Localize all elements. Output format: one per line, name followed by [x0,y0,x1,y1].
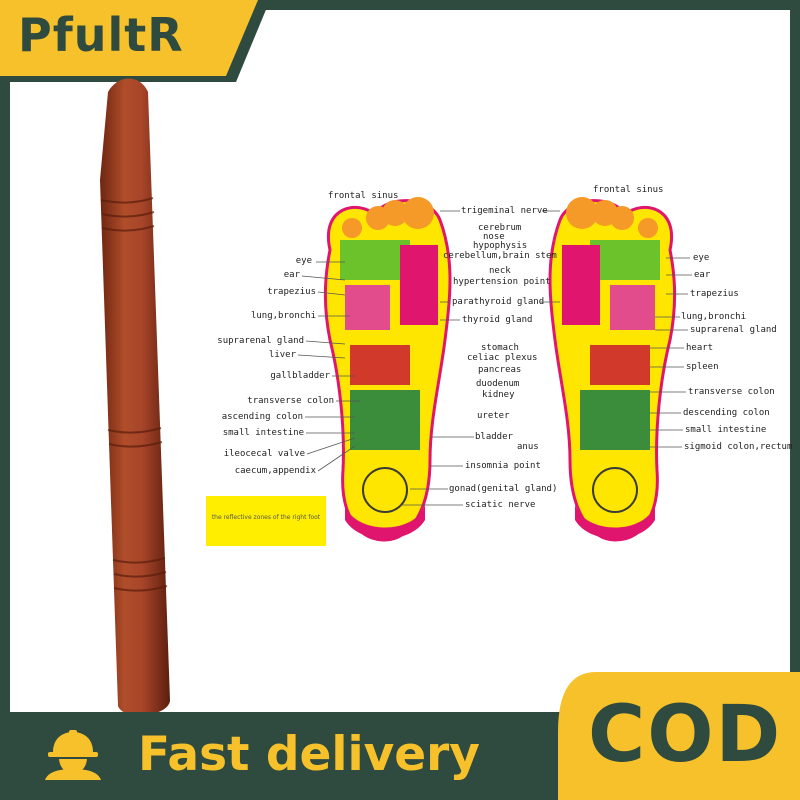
label-duodenum: duodenum [476,379,520,389]
label-eye-right: eye [693,253,710,263]
label-suprarenal-gland-left: suprarenal gland [217,336,304,346]
label-bladder: bladder [475,432,513,442]
leader-lines [297,210,692,506]
label-trapezius-right: trapezius [690,289,739,299]
label-stomach: stomach [481,343,519,353]
label-gonad: gonad(genital gland) [449,484,558,494]
label-neck: neck [489,266,511,276]
brand-name: PfultR [18,8,184,62]
label-transverse-colon-left: transverse colon [247,396,334,406]
label-frontal-sinus-right: frontal sinus [593,185,664,195]
label-cerebrum: cerebrum [478,223,522,233]
chart-legend-box: the reflective zones of the right foot [206,496,326,546]
brand-badge-shape [0,0,270,82]
frame-top [0,0,800,10]
label-spleen-right: spleen [686,362,719,372]
label-cerebellum-brain-stem: cerebellum,brain stem [443,251,557,261]
label-caecum-appendix-left: caecum,appendix [234,466,316,476]
label-ascending-colon-left: ascending colon [221,412,303,422]
label-lung-bronchi-left: lung,bronchi [250,311,316,321]
chart-legend-text: the reflective zones of the right foot [211,514,321,521]
label-parathyroid-gland: parathyroid gland [452,297,545,307]
cod-badge [558,672,800,800]
frame-right [790,0,800,800]
label-ileocecal-valve-left: ileocecal valve [223,449,305,459]
label-small-intestine-left: small intestine [222,428,304,438]
label-liver-left: liver [268,350,296,360]
label-trapezius-left: trapezius [267,287,316,297]
frame-left [0,0,10,800]
fast-delivery-label: Fast delivery [138,727,480,782]
label-nose: nose [483,232,505,242]
label-ear-right: ear [694,270,711,280]
label-sciatic-nerve: sciatic nerve [465,500,536,510]
label-descending-colon-right: descending colon [683,408,770,418]
label-hypophysis: hypophysis [473,241,528,251]
label-lung-bronchi-right: lung,bronchi [681,312,747,322]
right-foot-illustration [548,197,677,542]
left-foot-illustration [323,197,452,542]
label-eye-left: eye [295,256,312,266]
label-ear-left: ear [283,270,300,280]
cod-label: COD [588,690,783,780]
label-thyroid-gland: thyroid gland [462,315,533,325]
label-small-intestine-right: small intestine [685,425,767,435]
label-insomnia-point: insomnia point [465,461,541,471]
label-sigmoid-colon-right: sigmoid colon,rectum [684,442,793,452]
label-transverse-colon-right: transverse colon [688,387,775,397]
label-kidney: kidney [482,390,515,400]
label-anus: anus [517,442,539,452]
label-gallbladder-left: gallbladder [270,371,330,381]
label-celiac-plexus: celiac plexus [467,353,538,363]
delivery-person-icon [45,730,101,780]
label-trigeminal-nerve: trigeminal nerve [461,206,548,216]
label-suprarenal-gland-right: suprarenal gland [690,325,777,335]
label-ureter: ureter [477,411,510,421]
label-pancreas: pancreas [478,365,522,375]
label-frontal-sinus-left: frontal sinus [328,191,399,201]
brand-badge: PfultR [0,0,270,82]
label-hypertension-point: hypertension point [453,277,551,287]
label-heart-right: heart [686,343,714,353]
